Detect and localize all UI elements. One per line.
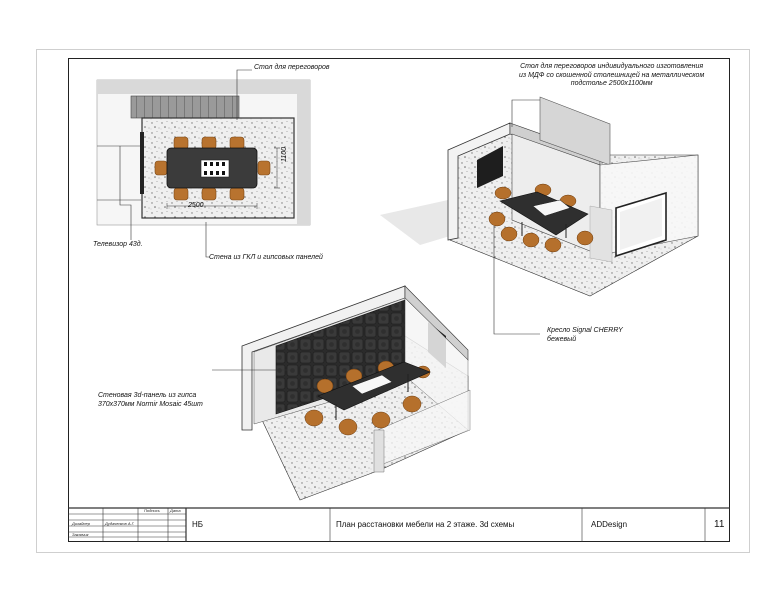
dimension-depth: 1100: [281, 146, 288, 162]
label-meeting-table: Стол для переговоров: [254, 64, 330, 71]
label-wall-panel-line1: Стеновая 3d-панель из гипса: [98, 392, 197, 399]
label-chair-line1: Кресло Signal CHERRY: [547, 327, 623, 334]
title-block: Подпись Дата Дизайнер Дудаченков А.Г. За…: [68, 508, 730, 542]
label-gkl-wall: Стена из ГКЛ и гипсовых панелей: [209, 254, 323, 261]
label-custom-table: Стол для переговоров индивидуального изг…: [519, 63, 704, 89]
dimension-width: 2500: [188, 202, 204, 209]
tv-plan: [140, 132, 144, 194]
label-chair: Кресло Signal CHERRY бежевый: [547, 327, 623, 344]
plan-leaders: [119, 69, 252, 258]
chairs-plan: [154, 136, 271, 201]
stamp-row-customer: Заказчик: [72, 532, 89, 537]
sheet-title: План расстановки мебели на 2 этаже. 3d с…: [336, 520, 515, 529]
page-number: 11: [714, 519, 725, 530]
label-chair-line2: бежевый: [547, 335, 577, 343]
chairs-3d-view-1: [488, 183, 594, 253]
label-wall-panel: Стеновая 3d-панель из гипса 370х370мм No…: [98, 392, 203, 409]
stamp-code: НБ: [192, 520, 204, 529]
label-wall-panel-line2: 370х370мм Normir Mosaic 45шт: [98, 400, 203, 408]
stamp-col-date: Дата: [170, 508, 181, 513]
title-block-grid: [68, 507, 730, 542]
stamp-col-signature: Подпись: [144, 508, 160, 513]
drawing-frame: [68, 58, 730, 542]
label-custom-table-line3: подстолье 2500х1100мм: [570, 80, 653, 87]
stamp-designer-name: Дудаченков А.Г.: [105, 521, 135, 526]
floor-plan: [96, 79, 311, 226]
label-custom-table-line2: из МДФ со скошенной столешницей на метал…: [519, 71, 705, 79]
label-custom-table-line1: Стол для переговоров индивидуального изг…: [520, 63, 704, 70]
stamp-row-designer: Дизайнер: [72, 521, 90, 526]
view1-leaders: [493, 99, 540, 335]
company-name: ADDesign: [591, 520, 628, 529]
room-3d-view-2: [241, 285, 471, 501]
room-3d-view-1: [380, 96, 699, 297]
staircase: [130, 95, 240, 119]
chairs-3d-view-2: [304, 360, 431, 436]
label-tv: Телевизор 43д.: [93, 241, 143, 248]
